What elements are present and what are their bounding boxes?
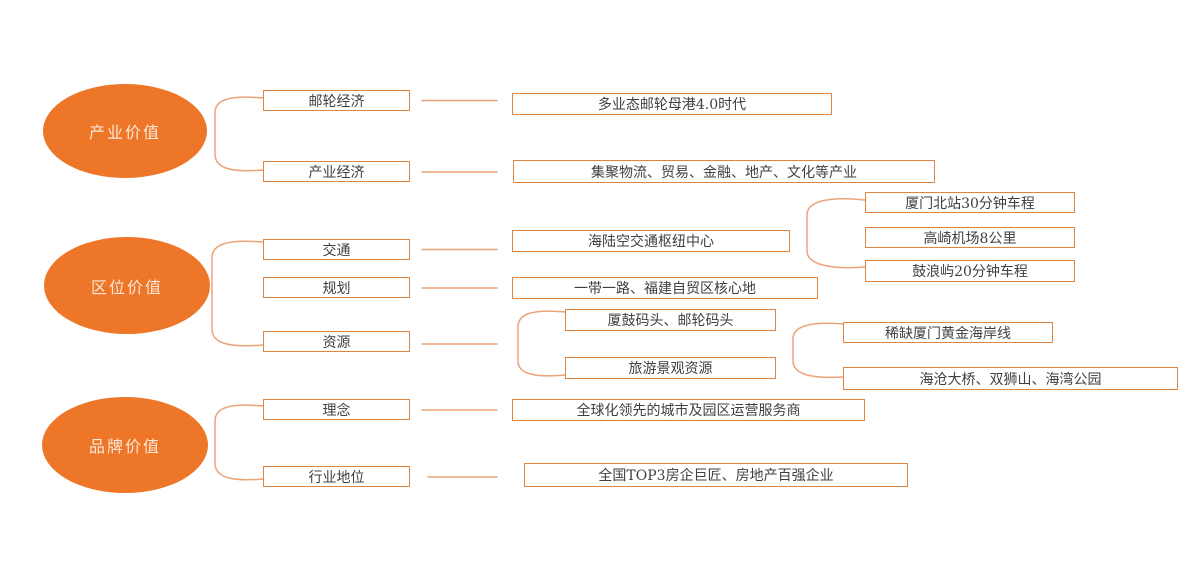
bracket-transport-right	[806, 198, 866, 269]
root-node-brand-value: 品牌价值	[42, 397, 208, 493]
detail-box-tourism: 旅游景观资源	[565, 357, 776, 379]
branch-box-cruise-economy: 邮轮经济	[263, 90, 410, 111]
detail-box-belt-road: 一带一路、福建自贸区核心地	[512, 277, 818, 299]
leaf-box-airport: 高崎机场8公里	[865, 227, 1075, 248]
bracket-resources-left	[517, 310, 566, 377]
bracket-brand-value	[214, 404, 264, 481]
detail-box-global-operator: 全球化领先的城市及园区运营服务商	[512, 399, 865, 421]
leaf-box-coastline: 稀缺厦门黄金海岸线	[843, 322, 1053, 343]
branch-box-traffic: 交通	[263, 239, 410, 260]
branch-box-resources: 资源	[263, 331, 410, 352]
detail-box-transport-hub: 海陆空交通枢纽中心	[512, 230, 790, 252]
bracket-industry-value	[214, 96, 264, 172]
branch-box-concept: 理念	[263, 399, 410, 420]
root-node-industry-value: 产业价值	[43, 84, 207, 178]
leaf-box-bridge-park: 海沧大桥、双狮山、海湾公园	[843, 367, 1178, 390]
detail-box-industry-cluster: 集聚物流、贸易、金融、地产、文化等产业	[513, 160, 935, 183]
detail-box-cruise-port: 多业态邮轮母港4.0时代	[512, 93, 832, 115]
branch-box-industry-status: 行业地位	[263, 466, 410, 487]
bracket-resources-right	[792, 322, 844, 379]
leaf-box-north-station: 厦门北站30分钟车程	[865, 192, 1075, 213]
bracket-location-value	[211, 240, 264, 347]
leaf-box-gulangyu: 鼓浪屿20分钟车程	[865, 260, 1075, 282]
root-node-location-value: 区位价值	[44, 237, 210, 334]
detail-box-top3: 全国TOP3房企巨匠、房地产百强企业	[524, 463, 908, 487]
detail-box-piers: 厦鼓码头、邮轮码头	[565, 309, 776, 331]
branch-box-industry-economy: 产业经济	[263, 161, 410, 182]
branch-box-planning: 规划	[263, 277, 410, 298]
